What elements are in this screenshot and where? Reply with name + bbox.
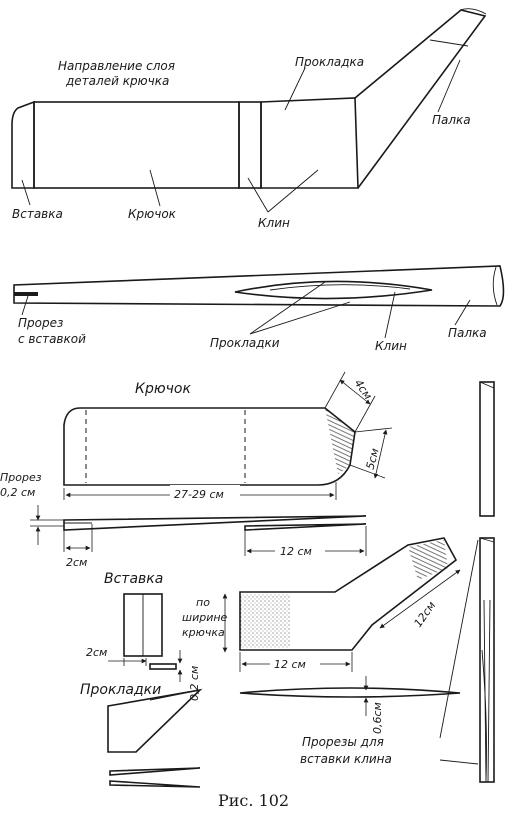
pad-label: Прокладка (295, 55, 364, 69)
insert-dim-2cm: 2см (86, 646, 107, 659)
side-slot-label-line1: Прорез (18, 316, 63, 330)
wedge-leader-1 (247, 177, 269, 213)
hook-detail-outline (63, 407, 356, 486)
grain-direction-label-line1: Направление слоя (58, 59, 175, 73)
insert-label: Вставка (12, 207, 63, 221)
side-wedge-lens (234, 280, 433, 300)
pad-strip-1 (109, 767, 201, 776)
pad-part (260, 97, 359, 189)
pad-triangle-edge (149, 689, 201, 701)
dim-5cm: 5см (364, 447, 382, 471)
stick-label: Палка (432, 113, 471, 127)
wedge-part (238, 101, 262, 189)
slots-leader-1 (439, 539, 479, 739)
dim4-ext-1 (324, 371, 346, 409)
insert-part (11, 100, 35, 189)
pad-blank-hatch-right (408, 540, 448, 580)
side-stick-label: Палка (448, 326, 487, 340)
slots-label-line1: Прорезы для (302, 735, 384, 749)
slot-label-line2: 0,2 см (0, 486, 35, 499)
side-slot-insert (14, 292, 38, 296)
pad-leader (284, 67, 306, 111)
side-slot-leader (21, 295, 29, 316)
dim4-ext-2 (354, 395, 376, 433)
hook-detail-title: Крючок (135, 381, 191, 397)
slot-line-3 (481, 649, 487, 781)
stick-piece-upper-top (479, 381, 495, 389)
slots-label-line2: вставки клина (300, 752, 392, 766)
slot-line-2 (487, 599, 491, 783)
wedge-label: Клин (258, 216, 290, 230)
side-pads-leader-2 (249, 301, 351, 335)
wedge-leader-2 (267, 169, 319, 213)
hook-blank-wedge (244, 523, 367, 531)
slots-leader-2 (439, 759, 479, 765)
stick-piece-lower (479, 537, 495, 783)
insert-width-line1: по (196, 596, 210, 609)
insert-leader (21, 179, 31, 206)
dim-4cm: 4см (352, 377, 375, 402)
stick-piece-upper (479, 381, 495, 517)
hook-blank-side (63, 515, 367, 531)
stick-leader (437, 59, 461, 113)
dim4-line (339, 379, 371, 405)
pad-dim12d-line (379, 569, 461, 629)
pad-blank-outline (239, 537, 458, 651)
stick-piece-lower-top (479, 537, 495, 543)
pad-strip-2 (109, 780, 201, 788)
dim5-ext-1 (354, 427, 393, 433)
side-slot-label-line2: с вставкой (18, 332, 86, 346)
hook-detail-heel-hatch (325, 408, 355, 474)
pad-triangle (107, 688, 203, 753)
pad-dim-12cm-h: 12 см (274, 658, 306, 671)
side-wedge-label: Клин (375, 339, 407, 353)
pad-lens-long (239, 687, 461, 698)
side-pad-line (269, 284, 411, 291)
hook-part (33, 101, 240, 189)
dim5-line (373, 429, 388, 479)
dim-length: 27-29 см (174, 488, 224, 501)
dim-length-bg (170, 485, 240, 501)
insert-width-line3: крючка (182, 626, 225, 639)
side-wedge-leader (384, 291, 396, 339)
grain-direction-label-line2: деталей крючка (65, 74, 169, 88)
dim-2cm-slot: 2см (66, 556, 87, 569)
pad-dim-12cm-d: 12см (411, 599, 438, 630)
wedge-slots: Прорезы для вставки клина (300, 381, 495, 783)
side-pads-leader-1 (249, 281, 326, 335)
dim12-bg (275, 543, 325, 557)
stick-side-profile (13, 265, 505, 307)
hook-detail: Крючок 4см 5см 27-29 см Прорез 0,2 см (0, 371, 393, 569)
stick-side-end (492, 266, 498, 306)
stick-shaft (354, 9, 487, 189)
pad-blank-hatch-left (240, 594, 290, 648)
insert-detail-title: Вставка (104, 571, 163, 587)
dim-12cm-wedge: 12 см (280, 545, 312, 558)
stick-joint-line (429, 39, 469, 47)
insert-thin-profile (149, 663, 177, 670)
side-stick-leader (454, 299, 471, 326)
insert-width-line2: ширине (182, 611, 228, 624)
slot-label-line1: Прорез (0, 471, 42, 484)
hook-leader (149, 169, 161, 207)
side-pads-label: Прокладки (210, 336, 280, 350)
figure-caption: Рис. 102 (218, 791, 289, 810)
hook-label: Крючок (128, 207, 177, 221)
pad-dim-06cm: 0,6см (371, 702, 384, 734)
top-view: Направление слоя деталей крючка Прокладк… (11, 8, 487, 230)
pad-detail-title: Прокладки (80, 682, 161, 698)
pad-dim12h-bg (270, 656, 320, 670)
side-view: Прорез с вставкой Прокладки Клин Палка (13, 265, 505, 353)
stick-end-cap (459, 8, 487, 15)
